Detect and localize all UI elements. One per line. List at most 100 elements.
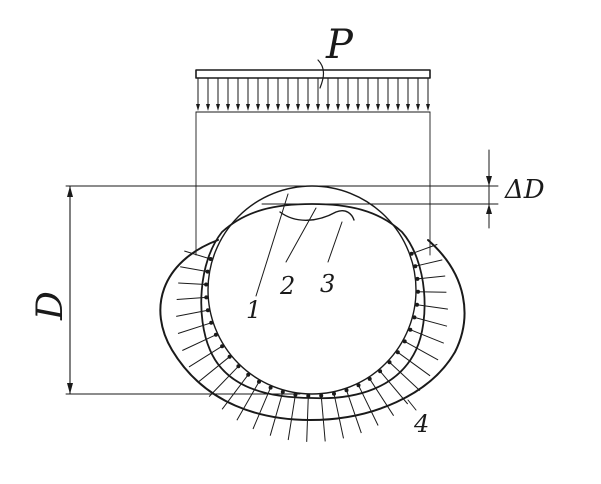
diameter-label: D [30, 291, 71, 321]
callout-label-3: 3 [320, 270, 335, 298]
reaction-arrow-head [408, 327, 413, 332]
reaction-arrow [306, 395, 309, 442]
soil-reaction-arrows [176, 243, 448, 442]
reaction-arrow [188, 345, 223, 368]
reaction-arrow-head [293, 392, 298, 397]
reaction-arrow [369, 378, 395, 416]
reaction-arrow-head [280, 389, 285, 394]
reaction-arrow-head [204, 295, 209, 300]
load-arrow-head [336, 104, 340, 111]
reaction-arrow-head [415, 276, 420, 281]
delta-arrow-top [486, 176, 492, 186]
reaction-arrow-head [208, 257, 213, 261]
load-arrow-head [396, 104, 400, 111]
reaction-arrow [221, 374, 249, 410]
callout-label-1: 1 [246, 296, 261, 324]
load-arrow-head [316, 104, 320, 111]
load-arrow-head [356, 104, 360, 111]
leader-line-1 [255, 193, 289, 297]
load-arrow-head [416, 104, 420, 111]
reaction-arrow-head [332, 391, 336, 396]
diameter-dimension [67, 185, 73, 395]
reaction-arrow-head [319, 393, 324, 398]
load-arrow-head [226, 104, 230, 111]
load-arrow-head [256, 104, 260, 111]
reaction-arrow-head [356, 383, 361, 388]
deformed-pipe-shape [200, 203, 426, 400]
load-arrows [196, 78, 430, 111]
load-arrow-head [406, 104, 410, 111]
reaction-arrow [252, 387, 272, 430]
reaction-arrow [184, 250, 211, 260]
load-arrow-head [296, 104, 300, 111]
load-arrow-head [216, 104, 220, 111]
load-arrow-head [306, 104, 310, 111]
reaction-arrow [197, 356, 230, 383]
reaction-arrow [333, 393, 344, 439]
callout-label-2: 2 [279, 272, 295, 300]
reaction-arrow [236, 381, 260, 421]
load-arrow-head [276, 104, 280, 111]
reaction-arrow [269, 391, 284, 436]
load-arrow-head [286, 104, 290, 111]
load-arrow-head [326, 104, 330, 111]
reaction-arrow-head [204, 282, 209, 287]
reaction-arrow-head [416, 289, 420, 294]
reaction-arrow-head [415, 302, 419, 307]
reaction-arrow [287, 394, 296, 441]
reaction-arrow-head [268, 385, 273, 390]
callout-label-4: 4 [413, 410, 429, 438]
load-arrow-head [386, 104, 390, 111]
load-arrow-head [206, 104, 210, 111]
reaction-arrow [177, 322, 212, 334]
diameter-arrow-bottom [67, 383, 73, 394]
load-arrow-head [196, 104, 200, 111]
reaction-arrow [404, 340, 439, 361]
reaction-arrow [182, 334, 217, 351]
distributed-load [195, 69, 431, 113]
reaction-arrow-head [344, 388, 349, 393]
reaction-arrow [346, 390, 362, 434]
reaction-arrow [208, 365, 239, 397]
reaction-arrow [416, 304, 448, 310]
leader-line-4 [407, 399, 417, 411]
reaction-arrow [414, 316, 448, 327]
reaction-arrow-head [213, 332, 218, 337]
leader-line-2 [285, 207, 317, 263]
load-arrow-head [426, 104, 430, 111]
original-pipe-circle [207, 185, 417, 395]
load-arrow-head [246, 104, 250, 111]
delta-dimension [486, 149, 492, 229]
load-label-tail [317, 59, 325, 89]
reaction-arrow-head [409, 251, 414, 256]
soil-reaction-envelope [159, 239, 466, 421]
reaction-arrow [410, 329, 444, 344]
reaction-arrow [358, 385, 379, 426]
reaction-arrow [417, 291, 447, 293]
delta-d-label: ΔD [504, 175, 545, 205]
reaction-arrow-head [209, 320, 214, 325]
reaction-arrow [379, 370, 409, 405]
reaction-arrow [320, 395, 326, 442]
reaction-arrow-head [413, 264, 418, 269]
reaction-arrow-head [205, 269, 210, 274]
load-arrow-head [346, 104, 350, 111]
crown-dent-curve [279, 210, 355, 221]
reaction-arrow [397, 351, 431, 377]
leader-line-3 [327, 221, 343, 263]
reaction-arrow [180, 266, 208, 273]
load-label: P [325, 22, 354, 68]
reaction-arrow [389, 361, 421, 391]
reaction-arrow [176, 309, 208, 317]
delta-arrow-bottom [486, 204, 492, 214]
load-arrow-head [236, 104, 240, 111]
load-bar [195, 69, 431, 79]
load-arrow-head [266, 104, 270, 111]
load-arrow-head [366, 104, 370, 111]
reaction-arrow-head [205, 308, 210, 313]
diameter-arrow-top [67, 186, 73, 197]
reaction-arrow [411, 243, 438, 255]
reaction-arrow-head [412, 315, 417, 320]
reaction-arrow-head [306, 393, 311, 398]
